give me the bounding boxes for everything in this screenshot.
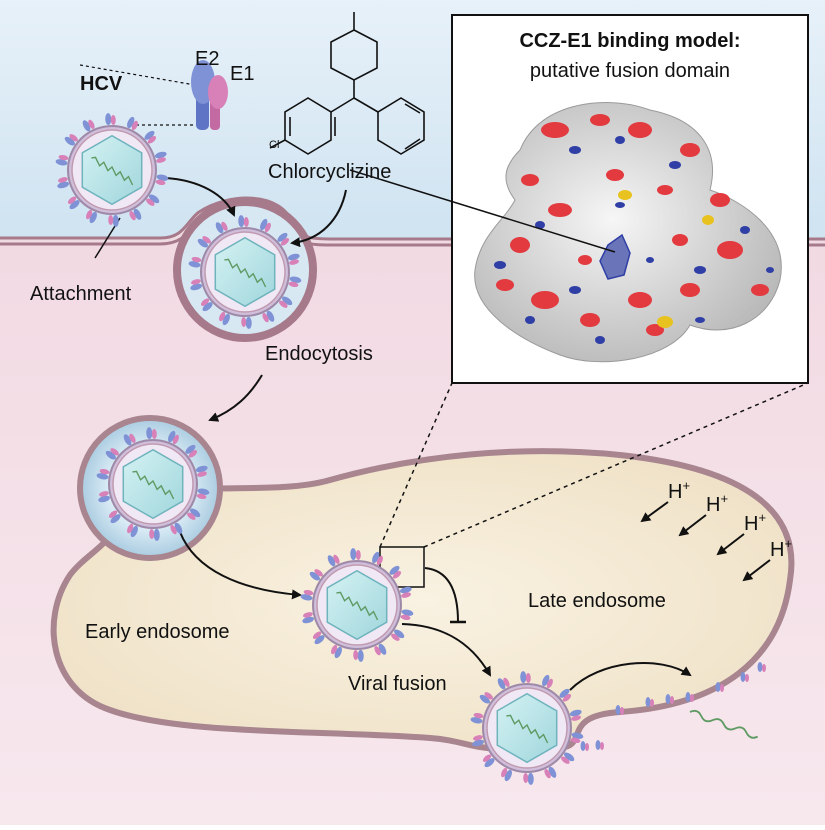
surface-patch — [646, 324, 664, 336]
surface-patch — [615, 136, 625, 144]
membrane-glycoprotein — [645, 697, 654, 707]
surface-patch — [740, 226, 750, 234]
chlorcyclizine-label: Chlorcyclizine — [268, 161, 391, 183]
e2-label: E2 — [195, 48, 219, 70]
surface-patch — [531, 291, 559, 309]
surface-patch — [615, 202, 625, 208]
surface-patch — [717, 241, 743, 259]
surface-patch — [694, 266, 706, 274]
proton-arrow-4 — [742, 559, 771, 582]
surface-patch — [595, 336, 605, 344]
early-endosome-label: Early endosome — [85, 621, 230, 643]
surface-patch — [569, 286, 581, 294]
surface-patch — [569, 146, 581, 154]
surface-patch — [695, 317, 705, 323]
membrane-glycoprotein — [580, 741, 589, 751]
surface-patch — [535, 221, 545, 229]
viral-fusion-label: Viral fusion — [348, 673, 447, 695]
surface-patch — [702, 215, 714, 225]
proton-arrow-3 — [716, 533, 745, 556]
protein-surface — [474, 102, 782, 363]
virion-late-endosome — [300, 548, 414, 662]
surface-patch — [657, 185, 673, 195]
arrow-attach-to-pit — [164, 177, 236, 217]
hcv-label: HCV — [80, 73, 123, 95]
proton-labels: H+ H+ H+ H+ — [668, 478, 792, 561]
surface-patch — [496, 279, 514, 291]
arrow-to-release — [569, 662, 692, 691]
surface-patch — [680, 283, 700, 297]
attachment-label: Attachment — [30, 283, 132, 305]
chlorcyclizine-structure — [269, 12, 425, 155]
binding-site-pointer — [349, 169, 616, 253]
surface-patch — [590, 114, 610, 126]
proton-arrow-1 — [640, 501, 669, 523]
surface-patch — [521, 174, 539, 186]
endocytosis-label: Endocytosis — [265, 343, 373, 365]
surface-patch — [510, 237, 530, 253]
surface-patch — [672, 234, 688, 246]
virion-early-endosome — [96, 427, 210, 541]
membrane-glycoprotein — [715, 682, 724, 692]
arrow-to-early-fusion — [179, 531, 302, 600]
membrane-glycoprotein — [685, 692, 694, 702]
zoom-line-left — [379, 382, 453, 548]
virions — [55, 113, 766, 785]
virion-fusing — [470, 671, 584, 785]
surface-patch — [751, 284, 769, 296]
glycoprotein-dimer — [191, 60, 228, 130]
inhibition-arc — [424, 567, 459, 623]
surface-patch — [578, 255, 592, 265]
membrane-glycoprotein — [665, 694, 674, 704]
proton-label-1: H+ — [668, 478, 690, 503]
arrow-ccz-to-virus — [290, 189, 347, 248]
proton-label-3: H+ — [744, 510, 766, 535]
surface-patch — [657, 316, 673, 328]
virion-endocytosed — [188, 215, 302, 329]
proton-label-4: H+ — [770, 536, 792, 561]
late-endosome-label: Late endosome — [528, 590, 666, 612]
surface-patch — [541, 122, 569, 138]
surface-patch — [580, 313, 600, 327]
surface-patch — [494, 261, 506, 269]
inset-subtitle: putative fusion domain — [530, 60, 730, 82]
arrow-endocytosis — [208, 374, 263, 422]
chlorine-label: Cl — [269, 139, 279, 151]
surface-patch — [606, 169, 624, 181]
e1-label: E1 — [230, 63, 254, 85]
membrane-glycoprotein — [595, 740, 604, 750]
surface-patch — [669, 161, 681, 169]
released-rna — [689, 709, 759, 739]
surface-patch — [646, 257, 654, 263]
zoom-line-glyco-top — [79, 64, 196, 86]
surface-patch — [548, 203, 572, 217]
zoom-line-right — [423, 382, 809, 548]
surface-patch — [628, 292, 652, 308]
surface-patch — [628, 122, 652, 138]
proton-arrow-2 — [678, 514, 707, 537]
inset-title: CCZ-E1 binding model: — [519, 30, 740, 52]
surface-patch — [618, 190, 632, 200]
membrane-glycoprotein — [740, 672, 749, 682]
virion-attached — [55, 113, 169, 227]
surface-patch — [680, 143, 700, 157]
surface-patch — [710, 193, 730, 207]
surface-patch — [525, 316, 535, 324]
membrane-glycoprotein — [757, 662, 766, 672]
membrane-glycoprotein — [615, 705, 624, 715]
proton-label-2: H+ — [706, 491, 728, 516]
arrow-to-viral-fusion — [401, 623, 491, 677]
surface-patch — [766, 267, 774, 273]
